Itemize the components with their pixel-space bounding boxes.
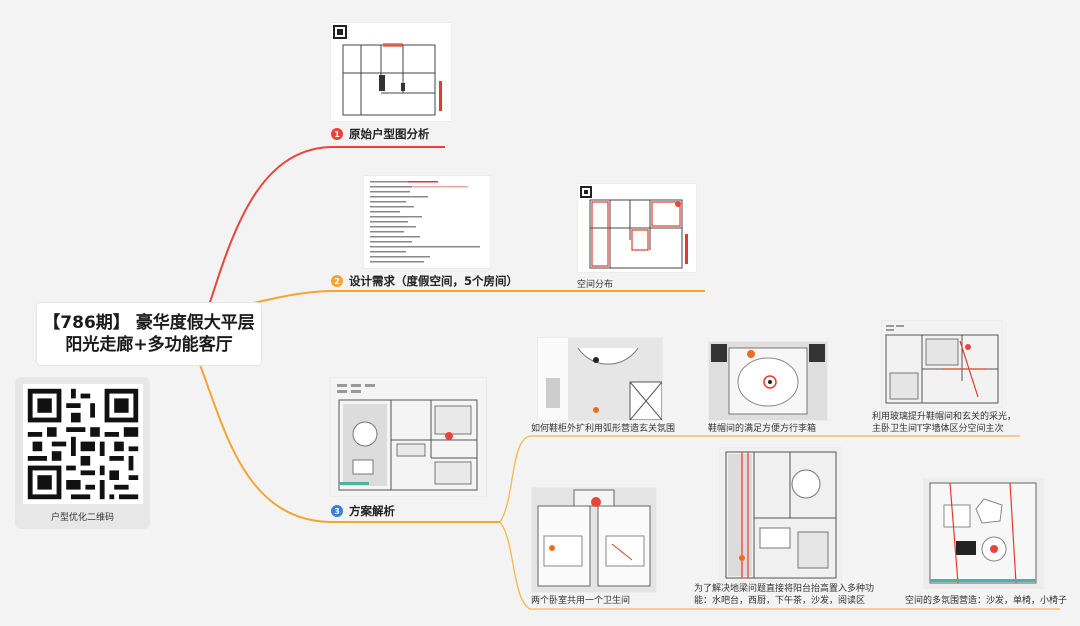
caption-shared-bathroom: 两个卧室共用一个卫生间 xyxy=(531,596,631,606)
qr-code-image xyxy=(23,384,143,504)
qr-code-graphic xyxy=(23,384,143,504)
cloakroom-plan-image[interactable] xyxy=(708,341,828,421)
branch-1-connector xyxy=(204,146,445,319)
branch-3-label[interactable]: 3 方案解析 xyxy=(331,503,395,519)
qr-caption: 户型优化二维码 xyxy=(50,513,114,523)
branch-3-connector xyxy=(199,364,500,523)
space-distribution-image[interactable] xyxy=(577,183,697,273)
scheme-floorplan-image[interactable] xyxy=(330,377,487,497)
caption-glass-lighting-1: 利用玻璃提升鞋帽间和玄关的采光， xyxy=(872,412,1017,422)
subbranch-upper-connector xyxy=(499,435,1020,523)
root-title-line1: 【786期】 豪华度假大平层 xyxy=(43,313,255,333)
entrance-arc-plan-image[interactable] xyxy=(537,337,663,421)
branch-2-text: 设计需求（度假空间，5个房间） xyxy=(349,274,518,288)
shared-bathroom-plan-image[interactable] xyxy=(531,487,657,593)
branch-3-text: 方案解析 xyxy=(349,504,395,518)
subbranch-lower-connector xyxy=(499,521,1060,610)
design-requirements-image[interactable] xyxy=(363,175,491,269)
branch-1-label[interactable]: 1 原始户型图分析 xyxy=(331,126,430,142)
caption-glass-lighting-2: 主卧卫生间T字墙体区分空间主次 xyxy=(872,424,1004,434)
root-node[interactable]: 【786期】 豪华度假大平层 阳光走廊+多功能客厅 xyxy=(37,303,261,365)
glass-lighting-plan-image[interactable] xyxy=(881,320,1003,408)
atmosphere-plan-image[interactable] xyxy=(923,478,1044,589)
caption-atmosphere: 空间的多氛围营造：沙发，单椅，小椅子 xyxy=(905,596,1068,606)
original-floorplan-image[interactable] xyxy=(330,22,452,122)
branch-2-label[interactable]: 2 设计需求（度假空间，5个房间） xyxy=(331,273,518,289)
branch-3-number-badge: 3 xyxy=(331,505,343,517)
branch-1-number-badge: 1 xyxy=(331,128,343,140)
root-title-line2: 阳光走廊+多功能客厅 xyxy=(65,335,233,355)
caption-cloakroom: 鞋帽间的满足方便方行李箱 xyxy=(708,424,817,434)
raised-balcony-plan-image[interactable] xyxy=(719,447,842,582)
branch-2-connector xyxy=(237,290,705,307)
branch-1-text: 原始户型图分析 xyxy=(349,127,430,141)
caption-raised-balcony-1: 为了解决地梁问题直接将阳台抬高置入多种功 xyxy=(694,584,875,594)
caption-raised-balcony-2: 能：水吧台，西厨，下午茶，沙发，阅读区 xyxy=(694,596,866,606)
qr-card[interactable]: 户型优化二维码 xyxy=(15,377,150,529)
space-distribution-caption: 空间分布 xyxy=(577,280,614,290)
branch-2-number-badge: 2 xyxy=(331,275,343,287)
caption-entrance-arc: 如何鞋柜外扩利用弧形营造玄关氛围 xyxy=(531,424,676,434)
